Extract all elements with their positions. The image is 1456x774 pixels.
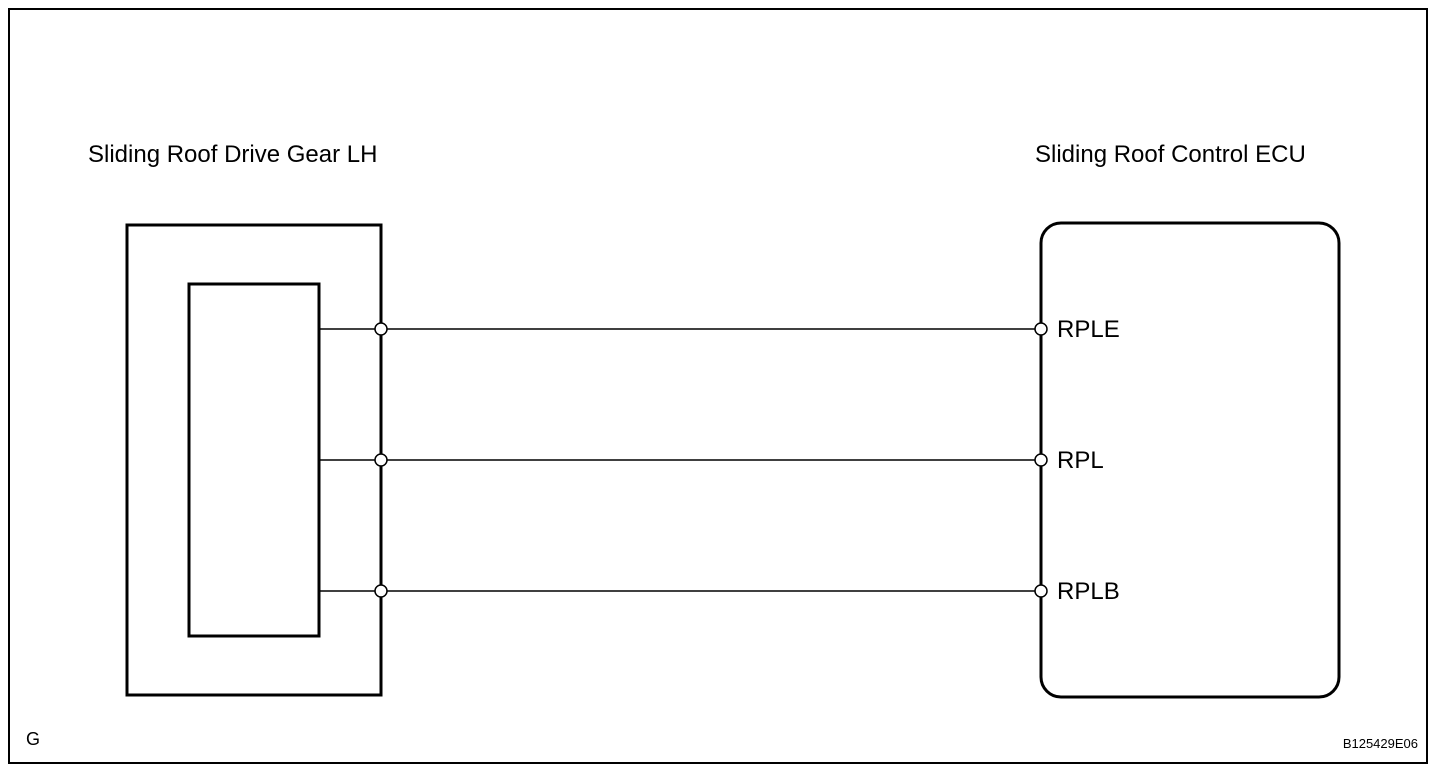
terminal-gear-1 xyxy=(374,322,388,336)
pin-label-rpl: RPL xyxy=(1057,447,1104,474)
terminal-gear-2 xyxy=(374,453,388,467)
terminal-gear-3 xyxy=(374,584,388,598)
pin-label-rplb: RPLB xyxy=(1057,578,1120,605)
drive-gear-title: Sliding Roof Drive Gear LH xyxy=(88,141,377,168)
diagram-frame xyxy=(8,8,1428,764)
terminal-ecu-rple xyxy=(1034,322,1048,336)
control-ecu-title: Sliding Roof Control ECU xyxy=(1035,141,1306,168)
terminal-ecu-rplb xyxy=(1034,584,1048,598)
figure-id: B125429E06 xyxy=(1343,736,1418,751)
drive-gear-inner-box xyxy=(187,282,321,638)
terminal-ecu-rpl xyxy=(1034,453,1048,467)
pin-label-rple: RPLE xyxy=(1057,316,1120,343)
corner-letter: G xyxy=(26,729,40,749)
